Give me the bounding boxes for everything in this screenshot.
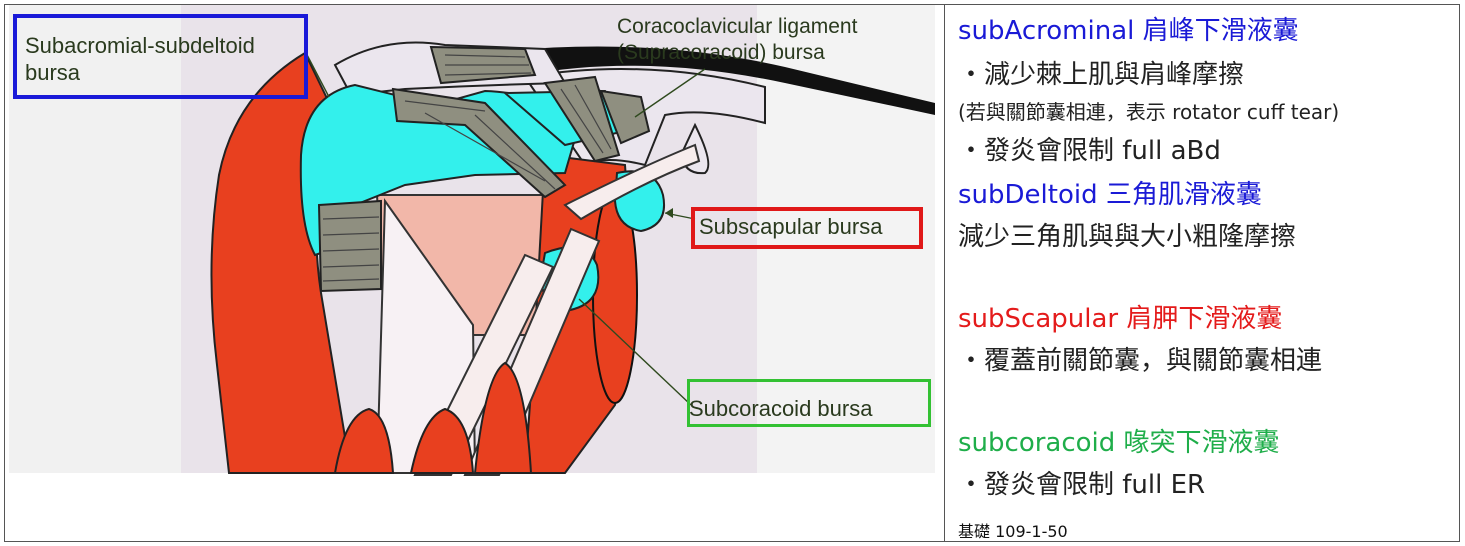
muscle-belly-3 <box>473 361 533 474</box>
muscle-belly-2 <box>409 407 475 474</box>
supraspinatus-tendon <box>317 199 382 293</box>
coracoclavicular-label: Coracoclavicular ligament (Supracoracoid… <box>617 14 857 66</box>
left-background <box>9 5 181 473</box>
subscapular-label: Subscapular bursa <box>699 214 883 239</box>
subacromial-point-1: ・減少棘上肌與肩峰摩擦 <box>958 60 1245 90</box>
subcoracoid-point-1: ・發炎會限制 full ER <box>958 470 1206 500</box>
shoulder-illustration <box>9 5 935 476</box>
conoid-ligament <box>599 89 651 145</box>
subdeltoid-heading: subDeltoid 三角肌滑液囊 <box>958 180 1262 210</box>
arrow-head <box>665 208 673 218</box>
subacromial-heading: subAcrominal 肩峰下滑液囊 <box>958 16 1299 46</box>
subdeltoid-point-1: 減少三角肌與與大小粗隆摩擦 <box>958 222 1297 252</box>
subcoracoid-label: Subcoracoid bursa <box>689 396 873 421</box>
subacromial-label-line2: bursa <box>25 60 81 85</box>
subacromial-point-2: (若與關節囊相連，表示 rotator cuff tear) <box>958 100 1340 124</box>
clavicle-outline <box>485 46 935 115</box>
subcoracoid-box <box>687 379 931 427</box>
subscapular-box <box>691 207 923 249</box>
subcoracoid-heading: subcoracoid 喙突下滑液囊 <box>958 428 1280 458</box>
shoulder-bursa-diagram: Subacromial-subdeltoid bursa Coracoclavi… <box>5 5 943 541</box>
subacromial-label: Subacromial-subdeltoid bursa <box>25 32 255 86</box>
coracoid-process <box>563 143 701 221</box>
trapezoid-ligament <box>543 75 621 163</box>
source-citation: 基礎 109-1-50 <box>958 522 1068 541</box>
ligament-striations <box>322 54 612 282</box>
coracoacromial-ligament <box>391 87 567 199</box>
subacromial-box <box>13 14 308 99</box>
muscle-belly-1 <box>333 407 395 474</box>
notes-panel: subAcrominal 肩峰下滑液囊 ・減少棘上肌與肩峰摩擦 (若與關節囊相連… <box>958 8 1456 541</box>
coracoclavicular-label-line2: (Supracoracoid) bursa <box>617 41 825 64</box>
column-divider <box>944 4 945 542</box>
subscapular-point-1: ・覆蓋前關節囊，與關節囊相連 <box>958 346 1323 376</box>
subacromial-point-3: ・發炎會限制 full aBd <box>958 136 1221 166</box>
subacromial-label-line1: Subacromial-subdeltoid <box>25 33 255 58</box>
subscapular-heading: subScapular 肩胛下滑液囊 <box>958 304 1283 334</box>
coracoclavicular-label-line1: Coracoclavicular ligament <box>617 15 858 38</box>
